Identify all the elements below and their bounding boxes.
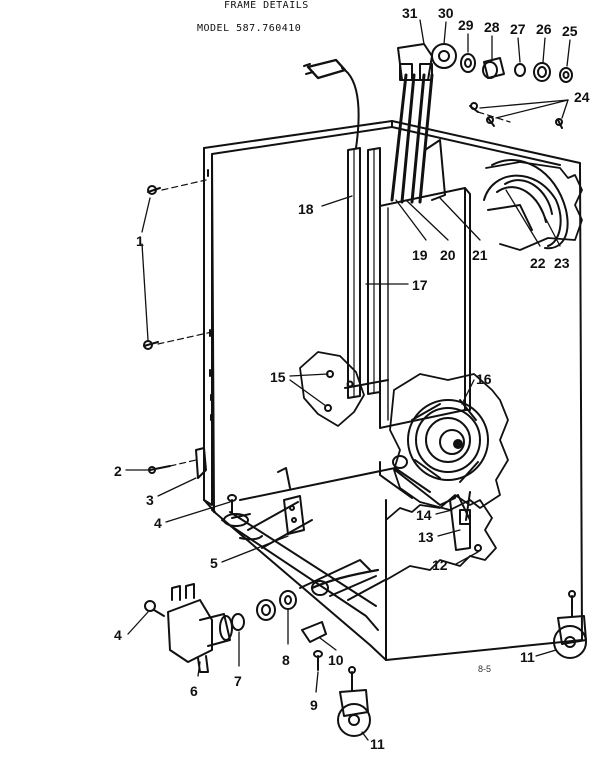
callout-c11b: 11	[520, 649, 535, 665]
mount-bracket	[283, 495, 305, 535]
callout-c1: 1	[136, 233, 144, 249]
air-duct	[379, 187, 466, 429]
caster-front	[337, 666, 371, 737]
rear-panel-cutaway	[485, 161, 583, 251]
callout-c4b: 4	[114, 627, 122, 643]
callout-c11a: 11	[370, 736, 385, 752]
callout-c31: 31	[402, 5, 418, 21]
rails	[344, 147, 389, 399]
model-number: MODEL 587.760410	[197, 23, 302, 34]
mount-plate	[299, 351, 365, 427]
terminal-block	[397, 43, 433, 81]
screw-top	[147, 185, 161, 195]
callout-c23: 23	[554, 255, 570, 271]
cabinet-frame	[203, 120, 583, 661]
diagram-title: FRAME DETAILS	[224, 0, 309, 11]
callout-c14: 14	[416, 507, 432, 523]
wire-harness	[390, 73, 434, 204]
page-note: 8-5	[478, 664, 491, 674]
callout-c29: 29	[458, 17, 474, 33]
harness-bracket	[424, 139, 446, 201]
clip	[301, 621, 327, 643]
callout-c15: 15	[270, 369, 286, 385]
leader-lines	[157, 111, 511, 467]
caster-rear	[553, 590, 587, 659]
front-panel-cutaway	[385, 494, 497, 581]
callout-c2: 2	[114, 463, 122, 479]
callout-c5: 5	[210, 555, 218, 571]
motor-assembly	[389, 373, 509, 521]
callout-c24: 24	[574, 89, 590, 105]
callout-c28: 28	[484, 19, 500, 35]
callout-c9: 9	[310, 697, 318, 713]
gas-valve	[167, 583, 233, 673]
callout-c10: 10	[328, 652, 344, 668]
callout-c27: 27	[510, 21, 526, 37]
callout-c30: 30	[438, 5, 454, 21]
screw-bottom	[143, 340, 159, 350]
callout-c17: 17	[412, 277, 428, 293]
callout-c21: 21	[472, 247, 488, 263]
callout-c12: 12	[432, 557, 448, 573]
callout-c18: 18	[298, 201, 314, 217]
callout-c16: 16	[476, 371, 492, 387]
callout-c20: 20	[440, 247, 456, 263]
callout-pointers	[125, 19, 571, 741]
switch-bracket	[449, 494, 471, 551]
callout-c7: 7	[234, 673, 242, 689]
callout-c25: 25	[562, 23, 578, 39]
bracket	[195, 447, 207, 479]
callout-c19: 19	[412, 247, 428, 263]
blower-housing	[483, 159, 569, 250]
callout-c13: 13	[418, 529, 434, 545]
callout-c6: 6	[190, 683, 198, 699]
callout-c3: 3	[146, 492, 154, 508]
callout-c26: 26	[536, 21, 552, 37]
callout-c22: 22	[530, 255, 546, 271]
callout-c8: 8	[282, 652, 290, 668]
power-cord	[303, 58, 360, 149]
callout-c4a: 4	[154, 515, 162, 531]
